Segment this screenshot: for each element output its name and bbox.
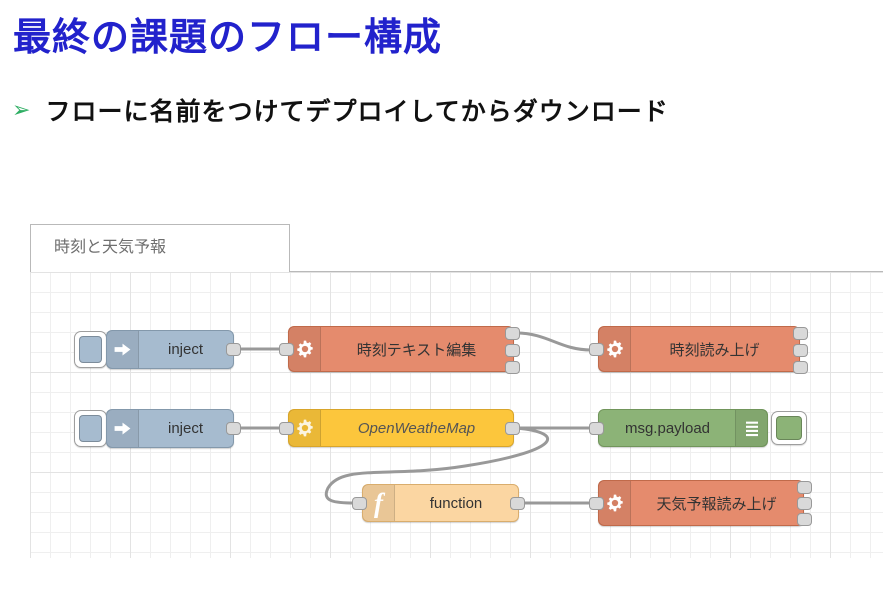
node-label: msg.payload bbox=[624, 419, 711, 437]
node-label: 時刻読み上げ bbox=[669, 341, 760, 359]
output-port-3[interactable] bbox=[505, 361, 520, 374]
gear-icon bbox=[289, 410, 321, 446]
flow-tab[interactable]: 時刻と天気予報 bbox=[30, 224, 290, 272]
node-debug[interactable]: msg.payload bbox=[598, 409, 768, 447]
node-edit-time-text[interactable]: 時刻テキスト編集 bbox=[288, 326, 514, 372]
input-port[interactable] bbox=[352, 497, 367, 510]
gear-icon bbox=[599, 327, 631, 371]
node-speak-time[interactable]: 時刻読み上げ bbox=[598, 326, 800, 372]
node-label: 天気予報読み上げ bbox=[656, 495, 777, 513]
node-inject-2[interactable]: inject bbox=[106, 409, 234, 448]
node-function[interactable]: f function bbox=[362, 484, 519, 522]
function-f-icon: f bbox=[363, 485, 395, 521]
node-inject-1[interactable]: inject bbox=[106, 330, 234, 369]
output-port[interactable] bbox=[226, 422, 241, 435]
input-port[interactable] bbox=[279, 422, 294, 435]
inject-button-fill bbox=[79, 336, 102, 363]
output-port-3[interactable] bbox=[797, 513, 812, 526]
debug-list-icon bbox=[735, 410, 767, 446]
inject-button[interactable] bbox=[74, 331, 107, 368]
tabbar-divider bbox=[290, 271, 883, 272]
page-title: 最終の課題のフロー構成 bbox=[13, 17, 443, 59]
output-port[interactable] bbox=[505, 422, 520, 435]
input-port[interactable] bbox=[589, 343, 604, 356]
output-port[interactable] bbox=[510, 497, 525, 510]
bullet-text: フローに名前をつけてデプロイしてからダウンロード bbox=[45, 99, 669, 126]
node-label: function bbox=[429, 494, 483, 512]
input-port[interactable] bbox=[589, 422, 604, 435]
bullet-line: ➢ フローに名前をつけてデプロイしてからダウンロード bbox=[12, 92, 669, 128]
node-openweathermap[interactable]: OpenWeatheMap bbox=[288, 409, 514, 447]
node-label: OpenWeatheMap bbox=[357, 419, 476, 437]
debug-toggle-button[interactable] bbox=[771, 411, 807, 445]
debug-toggle-fill bbox=[776, 416, 802, 440]
inject-button-fill bbox=[79, 415, 102, 442]
node-label: inject bbox=[167, 341, 204, 358]
output-port[interactable] bbox=[226, 343, 241, 356]
input-port[interactable] bbox=[279, 343, 294, 356]
output-port-2[interactable] bbox=[797, 497, 812, 510]
arrow-bullet-icon: ➢ bbox=[12, 97, 32, 123]
node-speak-weather[interactable]: 天気予報読み上げ bbox=[598, 480, 804, 526]
gear-icon bbox=[289, 327, 321, 371]
output-port-3[interactable] bbox=[793, 361, 808, 374]
node-label: inject bbox=[167, 420, 204, 437]
input-port[interactable] bbox=[589, 497, 604, 510]
node-label: 時刻テキスト編集 bbox=[356, 341, 477, 359]
inject-arrow-icon bbox=[107, 331, 139, 368]
output-port-1[interactable] bbox=[797, 481, 812, 494]
output-port-1[interactable] bbox=[793, 327, 808, 340]
gear-icon bbox=[599, 481, 631, 525]
output-port-2[interactable] bbox=[505, 344, 520, 357]
output-port-2[interactable] bbox=[793, 344, 808, 357]
inject-button[interactable] bbox=[74, 410, 107, 447]
inject-arrow-icon bbox=[107, 410, 139, 447]
output-port-1[interactable] bbox=[505, 327, 520, 340]
